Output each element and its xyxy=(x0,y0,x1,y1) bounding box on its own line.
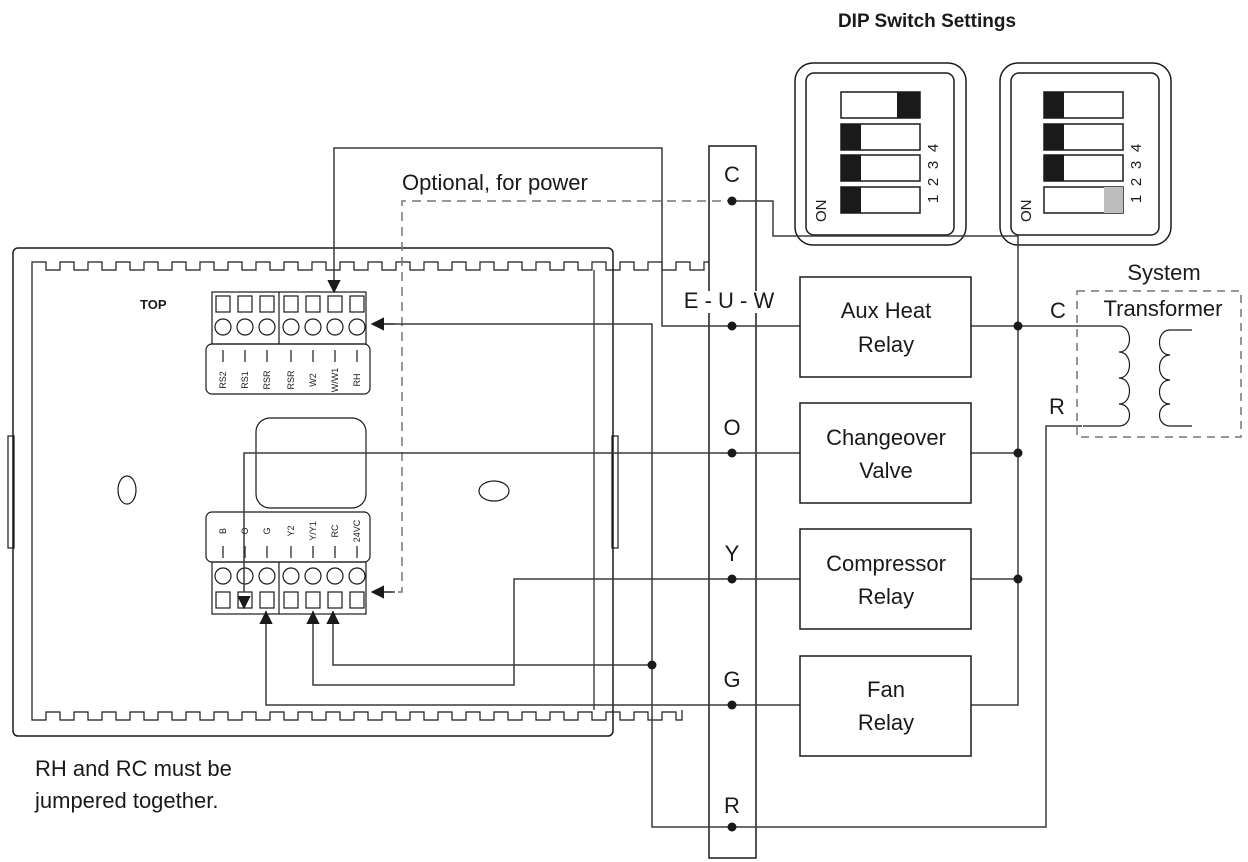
transformer-c-label: C xyxy=(1050,298,1066,323)
terminal-label: W/W1 xyxy=(330,368,340,393)
system-transformer xyxy=(1076,290,1242,438)
terminal-label: RS1 xyxy=(240,371,250,389)
dip-number: 2 xyxy=(925,178,942,186)
upper-terminal-block xyxy=(205,291,371,395)
relay-label: Valve xyxy=(859,458,912,483)
terminal-label: RS2 xyxy=(218,371,228,389)
aux-heat-relay: Aux Heat Relay xyxy=(799,276,972,378)
transformer-r-label: R xyxy=(1049,394,1065,419)
thermostat-base xyxy=(7,247,752,737)
dip-switch-title: DIP Switch Settings xyxy=(838,11,1016,32)
wires xyxy=(237,147,1083,828)
dip-switch-right: ON 1 2 3 4 xyxy=(999,62,1172,246)
relay-label: Relay xyxy=(858,710,914,735)
dip-number: 3 xyxy=(1128,161,1145,169)
dip-number: 3 xyxy=(925,161,942,169)
dip-number: 4 xyxy=(925,144,942,152)
bus-label-y: Y xyxy=(725,541,740,566)
jumper-note-line2: jumpered together. xyxy=(34,788,218,813)
relay-label: Relay xyxy=(858,584,914,609)
relay-label: Fan xyxy=(867,677,905,702)
bus-label-g: G xyxy=(723,667,740,692)
dip-number: 1 xyxy=(1128,195,1145,203)
terminal-label: 24VC xyxy=(352,519,362,542)
dip-on-label: ON xyxy=(813,200,830,223)
terminal-label: Y2 xyxy=(286,525,296,536)
terminal-label: O xyxy=(240,527,250,534)
dip-on-label: ON xyxy=(1018,200,1035,223)
bus-label-c: C xyxy=(724,162,740,187)
jumper-note-line1: RH and RC must be xyxy=(35,756,232,781)
dip-number: 4 xyxy=(1128,144,1145,152)
relay-label: Changeover xyxy=(826,425,946,450)
terminal-bus xyxy=(708,145,757,859)
terminal-label: RSR xyxy=(286,370,296,390)
lower-terminal-block xyxy=(205,511,371,615)
relay-label: Aux Heat xyxy=(841,298,932,323)
top-label: TOP xyxy=(140,297,167,312)
transformer-label-top: System xyxy=(1127,260,1200,285)
bus-label-o: O xyxy=(723,415,740,440)
dip-number: 1 xyxy=(925,195,942,203)
bus-label-r: R xyxy=(724,793,740,818)
transformer-label: Transformer xyxy=(1104,296,1223,321)
terminal-label: RC xyxy=(330,524,340,537)
dip-number: 2 xyxy=(1128,178,1145,186)
terminal-label: B xyxy=(218,528,228,534)
terminal-label: RSR xyxy=(262,370,272,390)
terminal-label: W2 xyxy=(308,373,318,387)
terminal-label: G xyxy=(262,527,272,534)
junction-dots xyxy=(647,196,1023,832)
changeover-valve: Changeover Valve xyxy=(799,402,972,504)
optional-power-note: Optional, for power xyxy=(402,170,588,195)
terminal-label: RH xyxy=(352,374,362,387)
dip-switch-left: ON 1 2 3 4 xyxy=(794,62,967,246)
compressor-relay: Compressor Relay xyxy=(799,528,972,630)
relay-label: Relay xyxy=(858,332,914,357)
bus-label-euw: E - U - W xyxy=(684,288,775,313)
terminal-label: Y/Y1 xyxy=(308,521,318,541)
relay-label: Compressor xyxy=(826,551,946,576)
fan-relay: Fan Relay xyxy=(799,655,972,757)
